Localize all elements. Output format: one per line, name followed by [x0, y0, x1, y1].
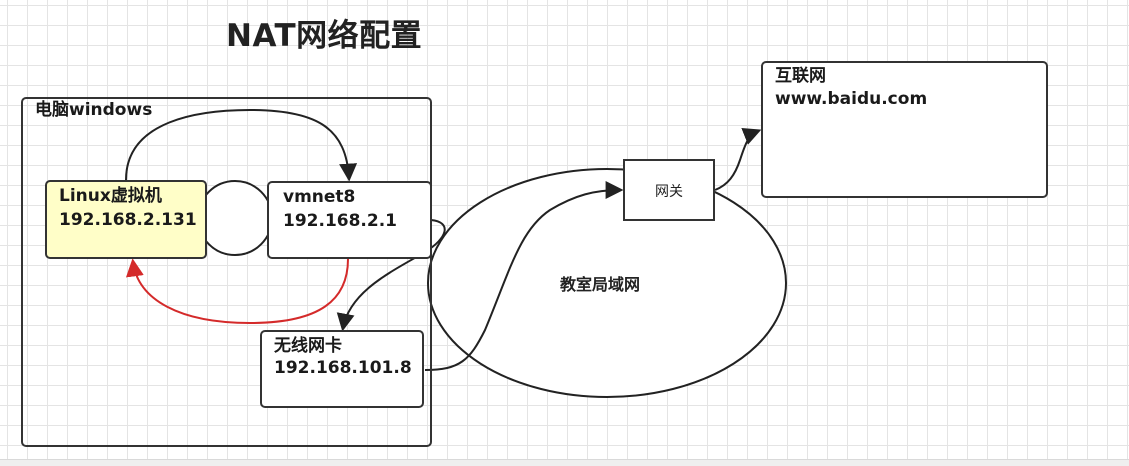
host-label: 电脑windows	[35, 100, 153, 120]
wireless-nic-ip: 192.168.101.8	[274, 358, 412, 378]
vmnet8-box: vmnet8 192.168.2.1	[267, 181, 432, 259]
arrow-linux-to-vmnet8	[125, 108, 358, 182]
gateway-label: 网关	[655, 184, 683, 200]
linux-vm-box: Linux虚拟机 192.168.2.131	[45, 180, 207, 259]
classroom-lan-ellipse	[427, 168, 787, 398]
internet-name: 互联网	[775, 66, 826, 86]
linux-vm-name: Linux虚拟机	[59, 186, 162, 206]
wireless-nic-name: 无线网卡	[274, 336, 342, 356]
internet-box: 互联网 www.baidu.com	[761, 61, 1048, 198]
gateway-box: 网关	[623, 159, 715, 221]
host-windows-box: 电脑windows	[21, 97, 432, 447]
vmnet8-name: vmnet8	[283, 187, 356, 207]
internet-url: www.baidu.com	[775, 89, 928, 109]
vmnet8-ip: 192.168.2.1	[283, 211, 398, 231]
arrow-return-to-linux	[125, 258, 349, 325]
classroom-lan-label: 教室局域网	[560, 275, 641, 294]
wireless-nic-box: 无线网卡 192.168.101.8	[260, 330, 424, 408]
linux-vm-ip: 192.168.2.131	[59, 210, 197, 230]
arrow-wifi-to-gateway	[424, 181, 624, 371]
arrow-gateway-to-internet	[714, 128, 762, 191]
page-title: NAT网络配置	[226, 18, 423, 54]
bottom-scrollbar-strip	[0, 459, 1129, 466]
